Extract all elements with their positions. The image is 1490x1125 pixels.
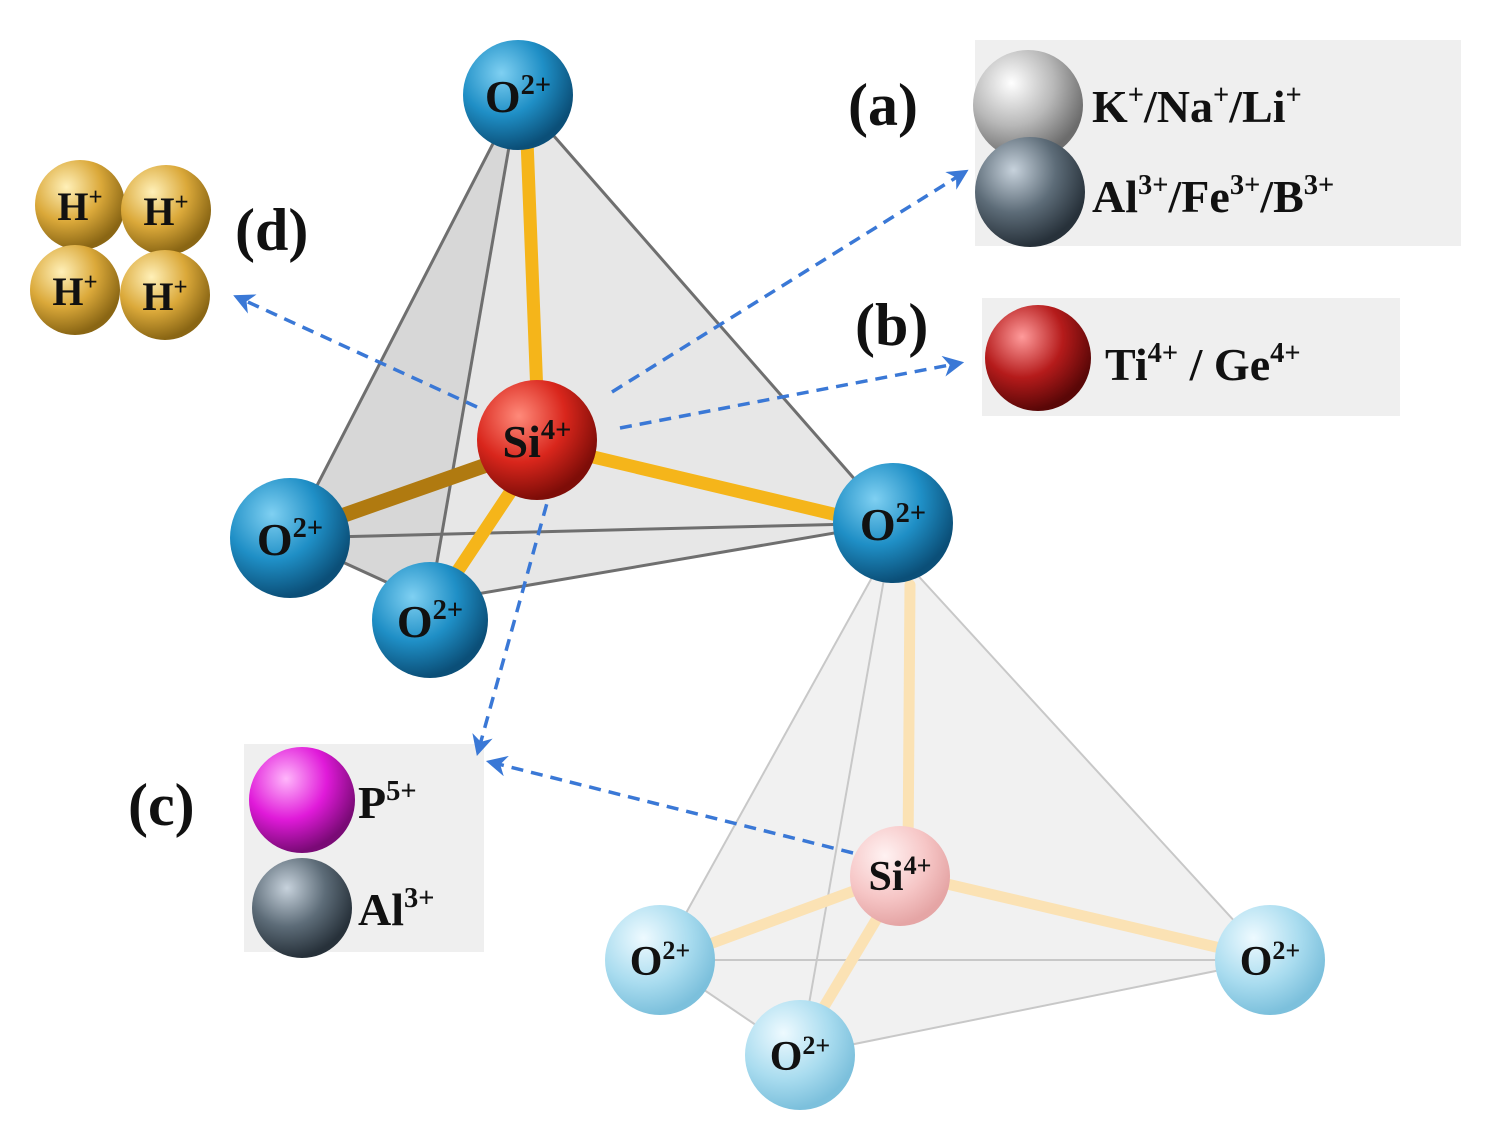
svg-text:H+: H+ <box>142 274 187 319</box>
oxygen-left: O2+ <box>230 478 350 598</box>
svg-text:H+: H+ <box>52 269 97 314</box>
hydrogen-ion-top-left: H+ <box>35 160 125 250</box>
svg-text:Si4+: Si4+ <box>869 851 932 900</box>
oxygen-right: O2+ <box>833 463 953 583</box>
panel-b: (b) Ti4+ / Ge4+ <box>855 292 1301 411</box>
lower-oxygen-left: O2+ <box>605 905 715 1015</box>
tetravalent-ion-sphere <box>985 305 1091 411</box>
svg-text:O2+: O2+ <box>860 498 926 550</box>
hydrogen-ion-top-right: H+ <box>121 165 211 255</box>
svg-text:O2+: O2+ <box>630 936 691 985</box>
hydrogen-ion-bottom-left: H+ <box>30 245 120 335</box>
arrow-to-b <box>619 355 965 430</box>
aluminium-sphere <box>252 858 352 958</box>
svg-text:Al3+: Al3+ <box>358 883 435 935</box>
substitution-arrows <box>233 169 969 855</box>
oxygen-top: O2+ <box>463 40 573 150</box>
svg-text:H+: H+ <box>143 189 188 234</box>
svg-text:(c): (c) <box>128 772 195 838</box>
silicon-center: Si4+ <box>477 380 597 500</box>
arrow-lower-to-c <box>485 755 854 855</box>
panel-c: (c) P5+ Al3+ <box>128 747 435 958</box>
oxygen-front: O2+ <box>372 562 488 678</box>
svg-text:O2+: O2+ <box>485 70 551 122</box>
phosphorus-sphere <box>249 747 355 853</box>
panel-a: (a) K+/Na+/Li+ Al3+/Fe3+/B3+ <box>848 50 1334 247</box>
hydrogen-ion-bottom-right: H+ <box>120 250 210 340</box>
trivalent-ion-sphere <box>975 137 1085 247</box>
svg-text:(d): (d) <box>235 197 308 263</box>
svg-text:H+: H+ <box>57 184 102 229</box>
alkali-ion-sphere <box>973 50 1083 160</box>
svg-text:Ti4+ / Ge4+: Ti4+ / Ge4+ <box>1105 338 1301 390</box>
svg-text:P5+: P5+ <box>358 776 417 828</box>
svg-text:(b): (b) <box>855 292 928 358</box>
lower-si-atom: Si4+ <box>850 826 950 926</box>
lower-tetrahedron <box>659 544 1271 1056</box>
svg-text:K+/Na+/Li+: K+/Na+/Li+ <box>1092 80 1302 132</box>
panel-d: (d) H+ H+ H+ H+ <box>30 160 308 340</box>
arrow-to-a <box>611 169 969 394</box>
lower-oxygen-front: O2+ <box>745 1000 855 1110</box>
lower-oxygen-right: O2+ <box>1215 905 1325 1015</box>
svg-text:Al3+/Fe3+/B3+: Al3+/Fe3+/B3+ <box>1092 170 1334 222</box>
svg-text:O2+: O2+ <box>397 595 463 647</box>
svg-text:(a): (a) <box>848 72 918 138</box>
upper-tetrahedron <box>288 94 895 604</box>
svg-text:O2+: O2+ <box>257 513 323 565</box>
svg-text:O2+: O2+ <box>770 1031 831 1080</box>
svg-text:O2+: O2+ <box>1240 936 1301 985</box>
arrow-to-d <box>233 294 478 409</box>
svg-text:Si4+: Si4+ <box>503 415 572 467</box>
arrow-to-c <box>472 484 554 757</box>
